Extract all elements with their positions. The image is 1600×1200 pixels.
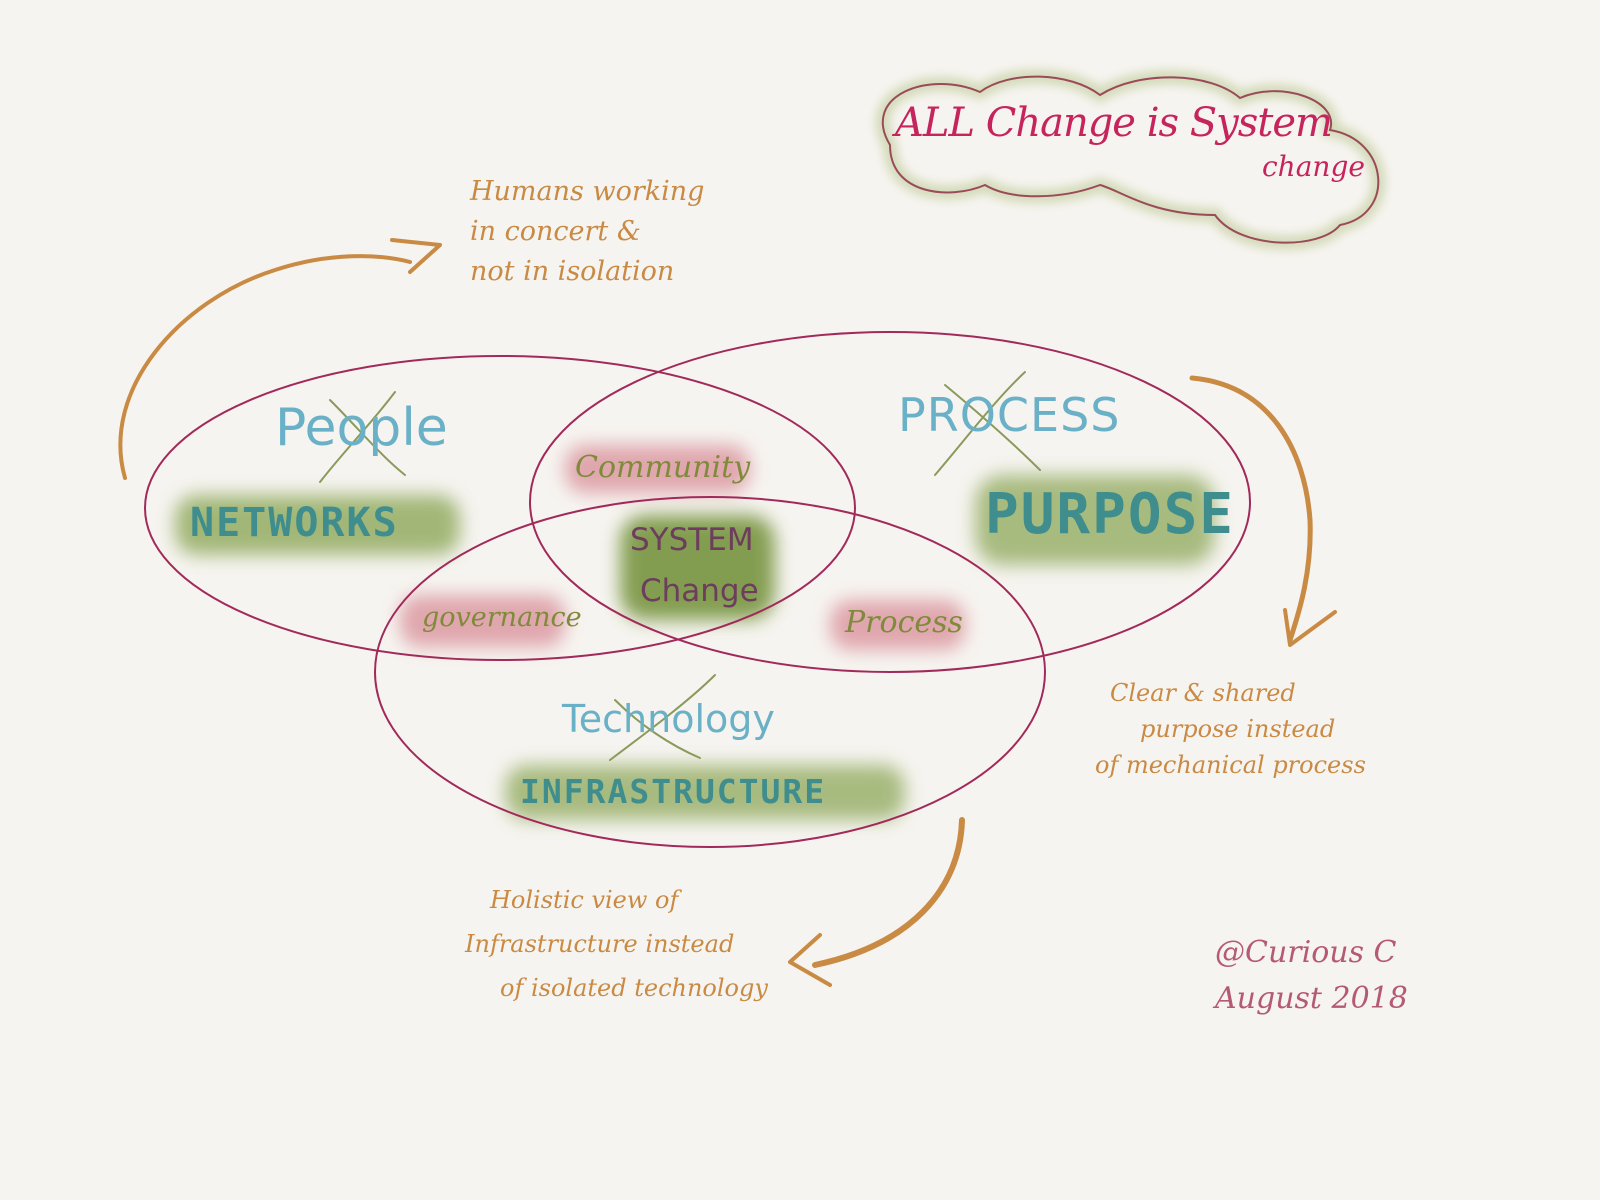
change-label: Change [640, 573, 759, 609]
people-note-line-3: not in isolation [470, 256, 675, 287]
cross-outs [319, 371, 1041, 761]
process-overlap-wash [830, 600, 965, 650]
people-note: Humans working in concert & not in isola… [470, 172, 704, 292]
washes [175, 445, 1215, 820]
title-cloud [875, 69, 1386, 250]
infrastructure-wash [505, 765, 905, 820]
process-ellipse [529, 331, 1251, 673]
signature-handle: @Curious C [1215, 935, 1397, 970]
networks-wash [175, 495, 460, 555]
process-old-label: PROCESS [898, 388, 1121, 442]
community-label: Community [575, 450, 751, 485]
process-note: Clear & shared purpose instead of mechan… [1095, 675, 1366, 783]
process-note-line-2: purpose instead [1140, 715, 1336, 743]
process-note-line-3: of mechanical process [1095, 751, 1366, 779]
signature: @Curious C August 2018 [1215, 930, 1408, 1022]
technology-ellipse [374, 496, 1046, 848]
people-cross [319, 391, 406, 483]
purpose-label: PURPOSE [985, 482, 1236, 547]
people-note-line-1: Humans working [470, 176, 705, 207]
process-arrowhead [1283, 608, 1337, 647]
technology-note-line-3: of isolated technology [500, 974, 768, 1002]
technology-note-line-2: Infrastructure instead [465, 930, 735, 958]
venn-ellipses [144, 331, 1251, 848]
purpose-wash [975, 475, 1215, 565]
technology-note-line-1: Holistic view of [490, 886, 679, 914]
title-line-2: change [1262, 150, 1365, 183]
process-cross [934, 371, 1041, 476]
governance-label: governance [422, 602, 582, 633]
people-arrowhead [390, 238, 442, 274]
title-cloud-outline [881, 75, 1380, 244]
process-arrow [1189, 375, 1313, 643]
process-note-line-1: Clear & shared [1110, 679, 1296, 707]
governance-wash [400, 595, 565, 647]
networks-label: NETWORKS [190, 500, 399, 546]
technology-cross [609, 674, 716, 761]
system-change-wash [620, 515, 775, 620]
technology-note: Holistic view of Infrastructure instead … [465, 878, 768, 1010]
arrows [118, 238, 1337, 987]
people-note-line-2: in concert & [470, 216, 641, 247]
title-line-1: ALL Change is System [895, 100, 1333, 146]
technology-arrowhead [788, 933, 832, 987]
signature-date: August 2018 [1215, 981, 1408, 1016]
people-ellipse [144, 355, 856, 661]
process-overlap-label: Process [845, 605, 963, 640]
people-arrow [118, 254, 412, 480]
infrastructure-label: INFRASTRUCTURE [520, 772, 827, 811]
system-label: SYSTEM [630, 522, 754, 558]
community-wash [565, 445, 750, 493]
technology-arrow [812, 817, 965, 968]
technology-old-label: Technology [562, 697, 775, 741]
people-old-label: People [275, 398, 448, 458]
